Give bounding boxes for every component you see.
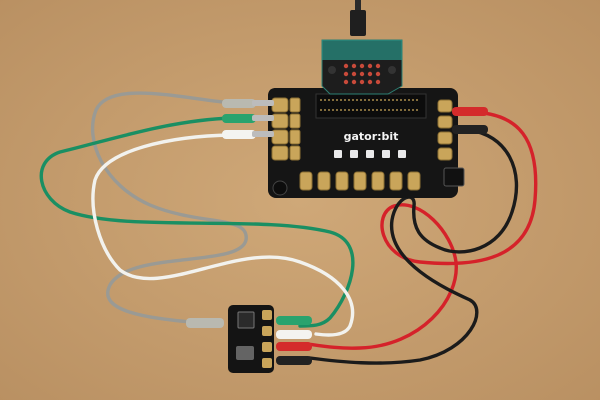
clip-white-top: [222, 130, 274, 139]
clip-white-bottom: [276, 330, 312, 339]
white-wire: [91, 133, 355, 337]
bottom-pads: [299, 171, 421, 191]
microbit: [321, 39, 403, 95]
black-wire: [308, 128, 519, 365]
clip-green-bottom: [276, 316, 312, 325]
led-row: [334, 150, 406, 158]
gatorbit-board: gator:bit: [268, 88, 465, 198]
sensor-board: [228, 305, 274, 373]
usb-plug: [350, 10, 366, 36]
edge-connector: [315, 93, 427, 119]
green-wire: [39, 116, 355, 328]
clip-gray-top: [222, 99, 274, 108]
sensor-chip-icon: [237, 311, 255, 329]
battery-jack-icon: [443, 167, 465, 187]
clip-gray-bottom: [186, 318, 224, 328]
clip-black-top: [452, 125, 488, 134]
red-wire: [306, 110, 538, 350]
clip-red-bottom: [276, 342, 312, 351]
clip-green-top: [222, 114, 274, 123]
right-pads: [437, 99, 453, 161]
board-label: gator:bit: [344, 130, 399, 143]
buzzer-icon: [272, 180, 288, 196]
clip-red-top: [452, 107, 488, 116]
clip-black-bottom: [276, 356, 312, 365]
